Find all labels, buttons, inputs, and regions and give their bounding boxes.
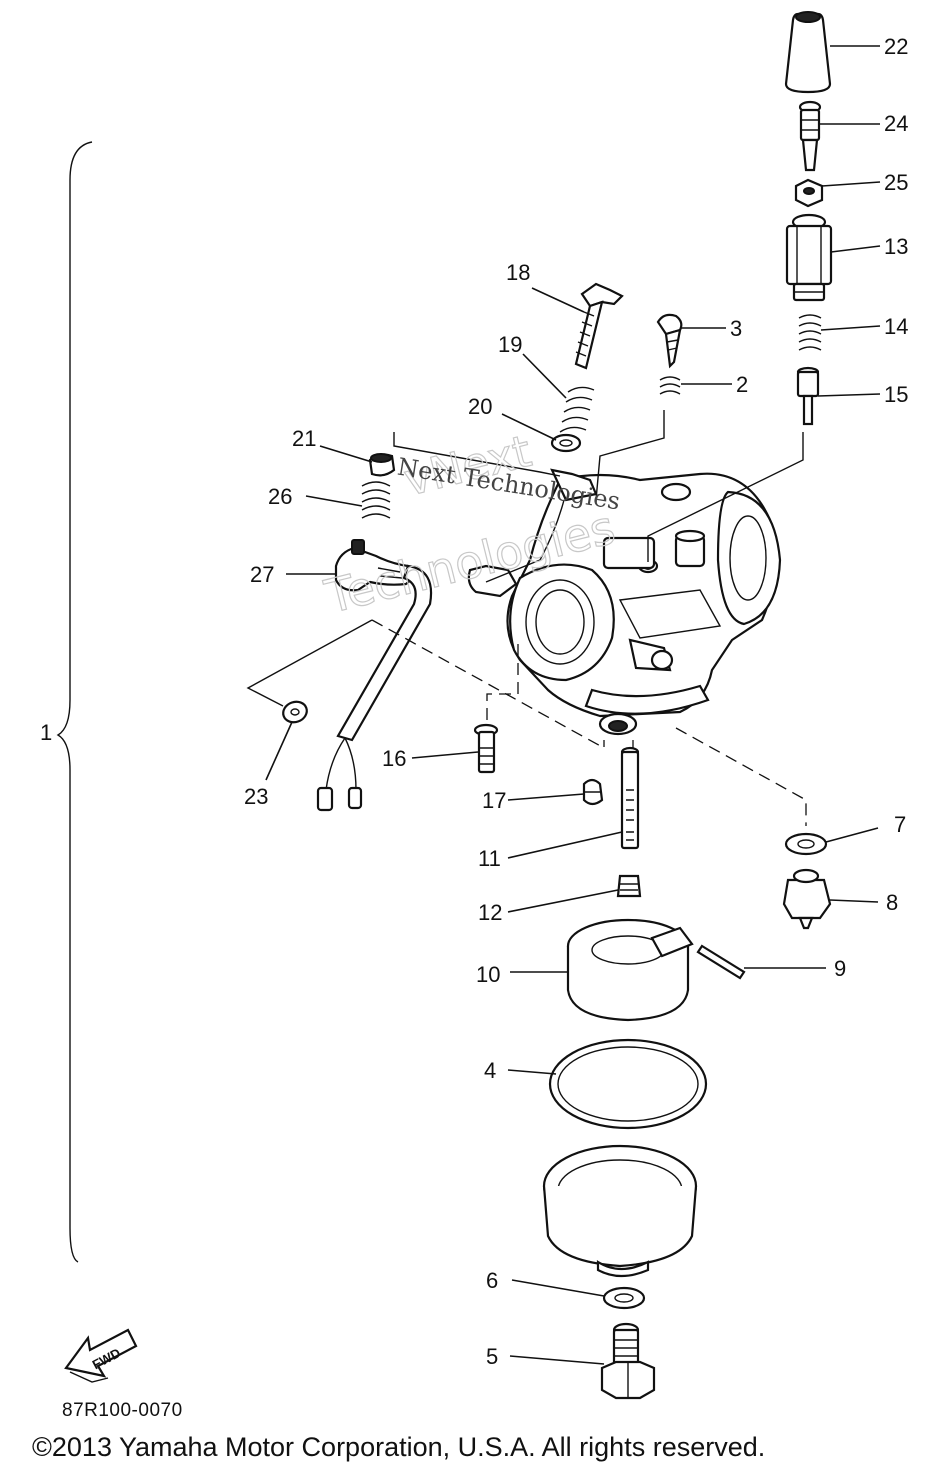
label-12: 12 bbox=[478, 900, 502, 925]
label-15: 15 bbox=[884, 382, 908, 407]
label-17: 17 bbox=[482, 788, 506, 813]
part-labels: 1 22 24 25 13 14 15 3 2 18 19 20 21 26 2… bbox=[40, 34, 908, 1369]
part-19-spring bbox=[559, 386, 595, 433]
label-23: 23 bbox=[244, 784, 268, 809]
label-6: 6 bbox=[486, 1268, 498, 1293]
part-4-gasket bbox=[548, 1038, 708, 1130]
part-15-valve bbox=[796, 366, 820, 426]
assembly-line-15 bbox=[647, 432, 804, 562]
label-3: 3 bbox=[730, 316, 742, 341]
label-8: 8 bbox=[886, 890, 898, 915]
part-17-screw bbox=[582, 778, 604, 806]
drawing-code: 87R100-0070 bbox=[62, 1400, 183, 1421]
assembly-bracket bbox=[56, 141, 93, 1263]
part-9-pin bbox=[696, 944, 746, 980]
label-13: 13 bbox=[884, 234, 908, 259]
label-16: 16 bbox=[382, 746, 406, 771]
assembly-line-21 bbox=[393, 432, 561, 477]
label-10: 10 bbox=[476, 962, 500, 987]
part-2-spring bbox=[659, 376, 681, 395]
assembly-line-3 bbox=[595, 410, 665, 501]
label-11: 11 bbox=[478, 846, 501, 871]
assembly-line-16 bbox=[371, 619, 605, 750]
label-1: 1 bbox=[40, 720, 52, 745]
part-float-bowl bbox=[542, 1144, 698, 1278]
label-20: 20 bbox=[468, 394, 492, 419]
part-12-main-jet bbox=[616, 874, 642, 898]
part-8-valve bbox=[782, 868, 832, 930]
label-27: 27 bbox=[250, 562, 274, 587]
part-6-washer bbox=[602, 1286, 646, 1310]
part-24-needle bbox=[798, 100, 822, 172]
label-19: 19 bbox=[498, 332, 522, 357]
label-18: 18 bbox=[506, 260, 530, 285]
label-7: 7 bbox=[894, 812, 906, 837]
label-24: 24 bbox=[884, 111, 908, 136]
part-23-washer bbox=[282, 700, 308, 724]
copyright-notice: ©2013 Yamaha Motor Corporation, U.S.A. A… bbox=[32, 1432, 766, 1462]
part-22-cap bbox=[784, 11, 832, 94]
label-25: 25 bbox=[884, 170, 908, 195]
part-27-sensor-with-lead bbox=[316, 539, 433, 812]
part-14-spring bbox=[798, 314, 822, 351]
label-22: 22 bbox=[884, 34, 908, 59]
part-16-jet bbox=[473, 723, 499, 774]
assembly-line-23 bbox=[246, 619, 373, 707]
part-21-cap bbox=[368, 453, 396, 477]
part-3-screw bbox=[656, 313, 683, 369]
part-7-washer bbox=[784, 832, 828, 856]
part-18-screw bbox=[574, 282, 624, 370]
part-20-washer bbox=[550, 433, 582, 453]
label-5: 5 bbox=[486, 1344, 498, 1369]
part-11-emulsion-tube bbox=[620, 746, 640, 850]
part-13-mixing-body bbox=[785, 213, 833, 302]
part-25-nut bbox=[794, 178, 824, 208]
label-21: 21 bbox=[292, 426, 316, 451]
assembly-line-16b bbox=[486, 644, 519, 720]
forward-arrow-icon: FWD bbox=[64, 1328, 138, 1383]
part-26-spring bbox=[361, 481, 391, 519]
leader-lines bbox=[265, 45, 881, 1365]
part-5-drain-screw bbox=[600, 1322, 656, 1400]
assembly-line-7 bbox=[675, 727, 807, 826]
part-10-float bbox=[566, 918, 694, 1022]
label-9: 9 bbox=[834, 956, 846, 981]
label-4: 4 bbox=[484, 1058, 496, 1083]
label-2: 2 bbox=[736, 372, 748, 397]
label-14: 14 bbox=[884, 314, 908, 339]
carburetor-body bbox=[467, 468, 782, 736]
label-26: 26 bbox=[268, 484, 292, 509]
